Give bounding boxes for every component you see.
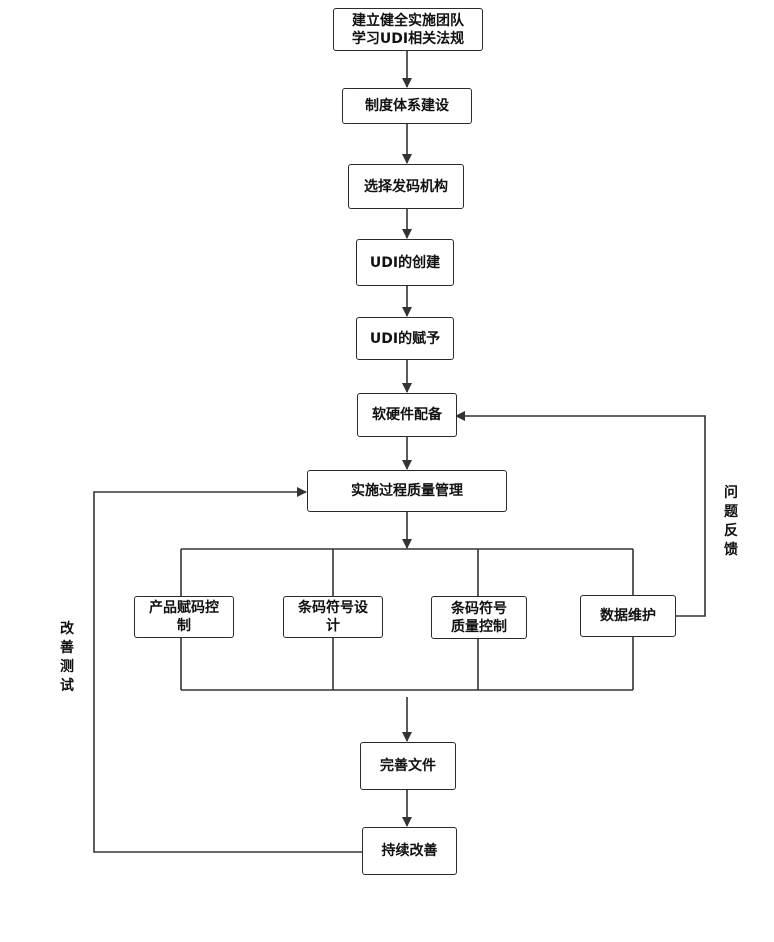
feedback-improve-loop — [93, 487, 362, 853]
node-docs: 完善文件 — [360, 742, 456, 790]
node-system: 制度体系建设 — [342, 88, 472, 124]
node-barcode-design: 条码符号设 计 — [283, 596, 383, 638]
label-improve-test: 改善测试 — [60, 621, 74, 694]
node-agency: 选择发码机构 — [348, 164, 464, 209]
node-improve: 持续改善 — [362, 827, 457, 875]
node-process: 实施过程质量管理 — [307, 470, 507, 512]
node-data-maintenance: 数据维护 — [580, 595, 676, 637]
node-udi-assign: UDI的赋予 — [356, 317, 454, 360]
label-problem-feedback: 问题反馈 — [724, 485, 738, 558]
feedback-problem-loop — [455, 411, 706, 617]
node-hardware: 软硬件配备 — [357, 393, 457, 437]
node-udi-create: UDI的创建 — [356, 239, 454, 286]
node-assign-control: 产品赋码控 制 — [134, 596, 234, 638]
node-team: 建立健全实施团队 学习UDI相关法规 — [333, 8, 483, 51]
node-barcode-quality: 条码符号 质量控制 — [431, 596, 527, 639]
